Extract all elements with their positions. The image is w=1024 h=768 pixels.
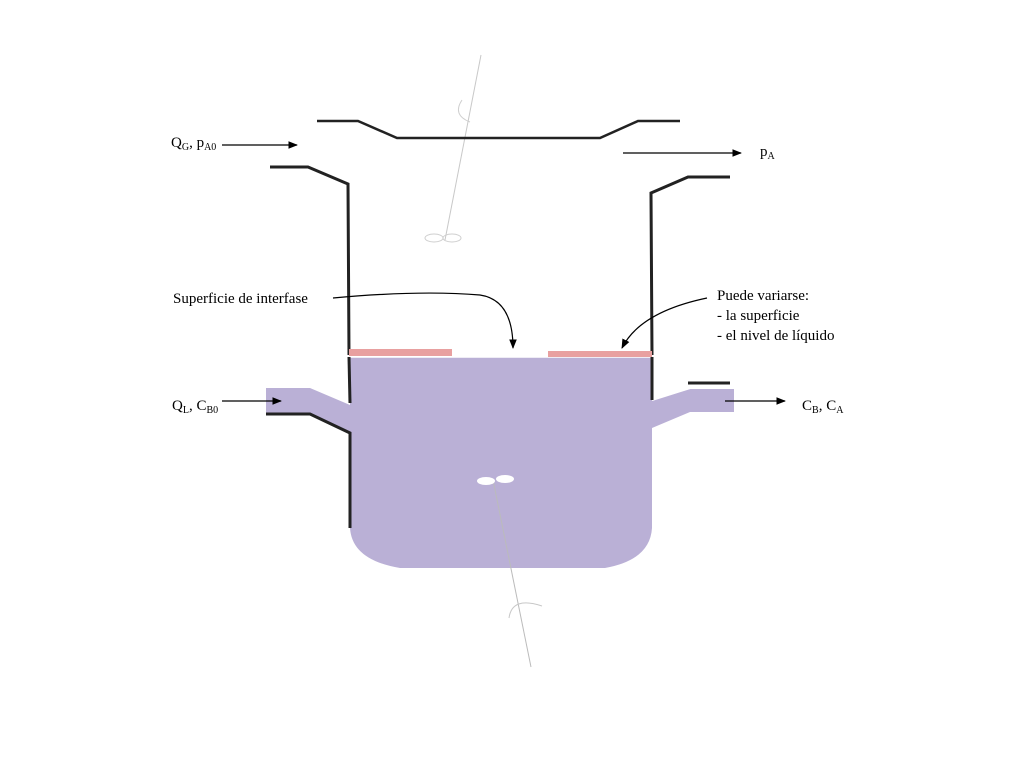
variable-callout-arrow bbox=[621, 297, 708, 349]
liquid-inlet-label: QL, CB0 bbox=[172, 398, 219, 416]
left-nozzle-wall bbox=[266, 385, 351, 404]
interface-patch-left bbox=[349, 349, 452, 356]
reactor-lid bbox=[317, 119, 680, 140]
liquid-outlet-label: CB, CA bbox=[802, 398, 844, 416]
propeller-blade-right bbox=[496, 475, 514, 483]
upper-stirrer bbox=[424, 54, 482, 243]
left-upper-wall bbox=[270, 165, 351, 356]
gas-inlet-label: QG, pA0 bbox=[171, 135, 217, 153]
lower-stirrer bbox=[477, 475, 543, 668]
propeller-blade-left bbox=[477, 477, 495, 485]
variable-note-item: - el nivel de líquido bbox=[717, 328, 835, 344]
interfase-label: Superficie de interfase bbox=[173, 291, 308, 307]
right-upper-wall bbox=[649, 175, 730, 356]
gas-outlet-label: pA bbox=[760, 144, 775, 162]
liquid-phase bbox=[266, 357, 734, 568]
interface-patch-right bbox=[548, 351, 652, 357]
variable-note-item: - la superficie bbox=[717, 308, 800, 324]
interfase-callout-arrow bbox=[332, 292, 517, 349]
left-lower-wall bbox=[266, 412, 352, 528]
variable-note-title: Puede variarse: bbox=[717, 288, 810, 304]
left-wall-liquid bbox=[347, 356, 352, 404]
variable-note: Puede variarse: - la superficie - el niv… bbox=[717, 286, 834, 346]
right-nozzle-top bbox=[651, 387, 734, 401]
